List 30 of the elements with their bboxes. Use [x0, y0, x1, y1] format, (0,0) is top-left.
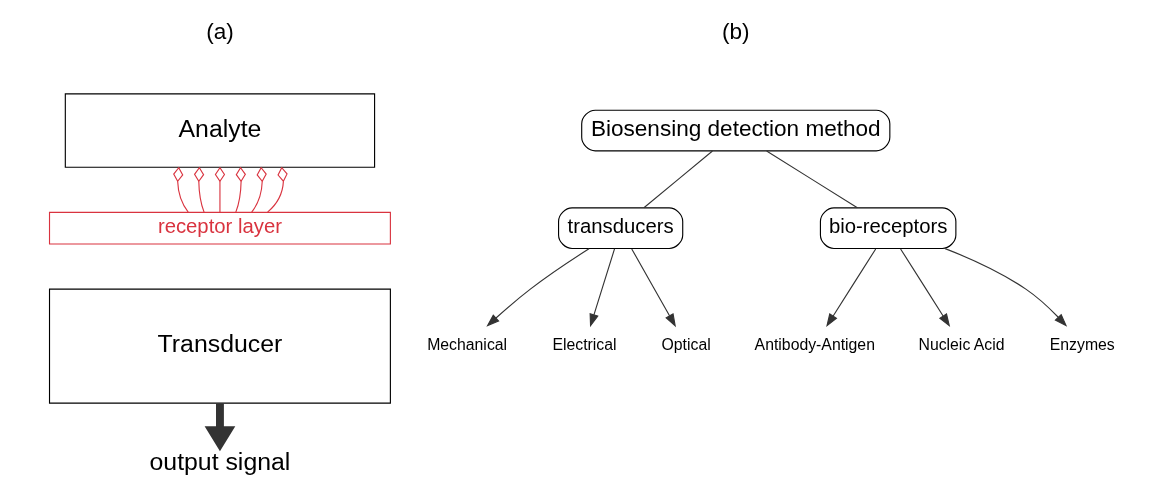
node-text: Antibody-Antigen	[754, 336, 875, 354]
arrow	[900, 248, 951, 328]
arrow	[486, 248, 590, 327]
arrow	[631, 248, 676, 328]
node-text: Electrical	[552, 336, 617, 354]
node-text: Nucleic Acid	[918, 336, 1005, 354]
connector	[214, 166, 226, 213]
node-text: Enzymes	[1049, 336, 1115, 354]
node-text: Optical	[661, 336, 711, 354]
connector	[235, 166, 246, 213]
label: (a)	[206, 18, 234, 44]
node-box: Transducer	[48, 288, 391, 404]
arrow	[204, 403, 236, 452]
node-box: receptor layer	[48, 211, 391, 245]
arrow	[589, 248, 616, 328]
connector	[643, 150, 714, 209]
connector	[193, 166, 205, 213]
label: (b)	[721, 18, 750, 44]
connector	[173, 166, 189, 213]
node-box: Biosensing detection method	[581, 109, 891, 152]
connector	[251, 166, 267, 213]
node-box: transducers	[558, 207, 684, 250]
node-text: output signal	[149, 448, 291, 476]
node-box: Analyte	[64, 93, 376, 168]
node-box: bio-receptors	[819, 207, 957, 250]
node-text: Mechanical	[427, 336, 508, 354]
connector	[766, 150, 858, 209]
connector	[267, 166, 288, 213]
arrow	[944, 248, 1068, 327]
arrow	[826, 248, 877, 328]
